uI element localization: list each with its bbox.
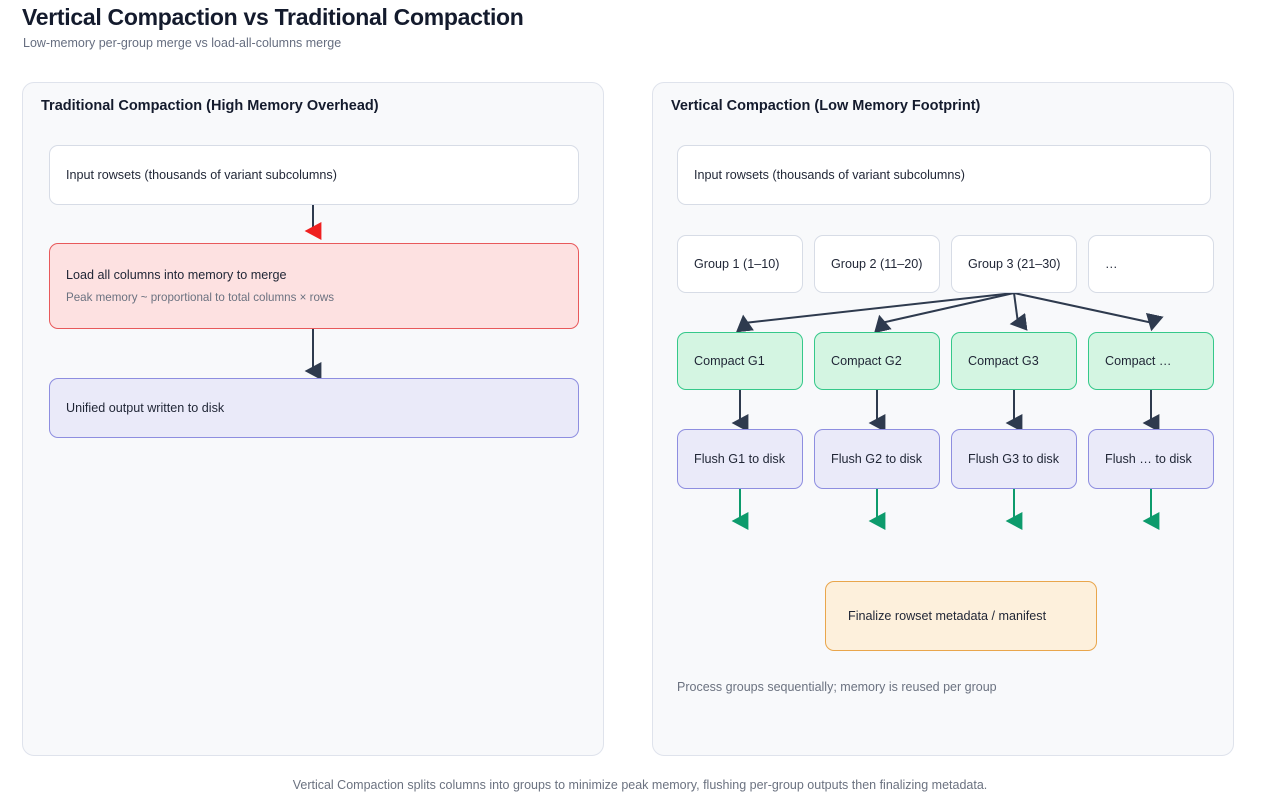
node-compact-g1[interactable]: Compact G1 <box>677 332 803 390</box>
node-compact-g2[interactable]: Compact G2 <box>814 332 940 390</box>
arrow-groups-to-compact-3 <box>1009 292 1028 331</box>
node-title: Group 1 (1–10) <box>694 256 780 271</box>
node-input-rowsets[interactable]: Input rowsets (thousands of variant subc… <box>677 145 1211 205</box>
node-title: Flush … to disk <box>1105 451 1192 466</box>
node-flush-g3[interactable]: Flush G3 to disk <box>951 429 1077 489</box>
node-compact-more[interactable]: Compact … <box>1088 332 1214 390</box>
page-title: Vertical Compaction vs Traditional Compa… <box>22 4 524 30</box>
node-flush-g1[interactable]: Flush G1 to disk <box>677 429 803 489</box>
node-compact-g3[interactable]: Compact G3 <box>951 332 1077 390</box>
node-title: Input rowsets (thousands of variant subc… <box>694 167 965 182</box>
footer-note: Vertical Compaction splits columns into … <box>292 778 988 792</box>
arrow-groups-to-compact-4 <box>1013 292 1164 332</box>
node-group-2[interactable]: Group 2 (11–20) <box>814 235 940 293</box>
node-group-3[interactable]: Group 3 (21–30) <box>951 235 1077 293</box>
page-subtitle: Low-memory per-group merge vs load-all-c… <box>23 36 342 50</box>
node-title: Load all columns into memory to merge <box>66 268 287 283</box>
node-title: Flush G1 to disk <box>694 451 785 466</box>
node-title: Unified output written to disk <box>66 400 225 415</box>
arrow-groups-to-compact-1 <box>735 292 1015 333</box>
vertical-panel-caption: Process groups sequentially; memory is r… <box>677 680 997 694</box>
traditional-compaction-panel: Traditional Compaction (High Memory Over… <box>22 82 604 756</box>
node-title: Compact G3 <box>968 353 1039 368</box>
node-title: Compact … <box>1105 353 1172 368</box>
node-input-rowsets[interactable]: Input rowsets (thousands of variant subc… <box>49 145 579 205</box>
node-subtitle: Peak memory ~ proportional to total colu… <box>66 290 335 304</box>
node-title: Flush G2 to disk <box>831 451 922 466</box>
node-unified-output[interactable]: Unified output written to disk <box>49 378 579 438</box>
node-flush-g2[interactable]: Flush G2 to disk <box>814 429 940 489</box>
node-title: Compact G1 <box>694 353 765 368</box>
node-group-1[interactable]: Group 1 (1–10) <box>677 235 803 293</box>
node-title: Compact G2 <box>831 353 902 368</box>
arrow-groups-to-compact-2 <box>874 292 1015 334</box>
node-title: Group 3 (21–30) <box>968 256 1061 271</box>
traditional-panel-title: Traditional Compaction (High Memory Over… <box>41 98 379 114</box>
node-flush-more[interactable]: Flush … to disk <box>1088 429 1214 489</box>
node-title: Group 2 (11–20) <box>831 256 923 271</box>
vertical-panel-title: Vertical Compaction (Low Memory Footprin… <box>671 98 981 114</box>
node-title: Finalize rowset metadata / manifest <box>848 608 1047 623</box>
node-group-more[interactable]: … <box>1088 235 1214 293</box>
node-finalize-metadata[interactable]: Finalize rowset metadata / manifest <box>825 581 1097 651</box>
node-load-all-columns[interactable]: Load all columns into memory to merge Pe… <box>49 243 579 329</box>
node-title: Flush G3 to disk <box>968 451 1059 466</box>
node-title: Input rowsets (thousands of variant subc… <box>66 167 337 182</box>
node-title: … <box>1105 256 1118 271</box>
vertical-compaction-panel: Vertical Compaction (Low Memory Footprin… <box>652 82 1234 756</box>
